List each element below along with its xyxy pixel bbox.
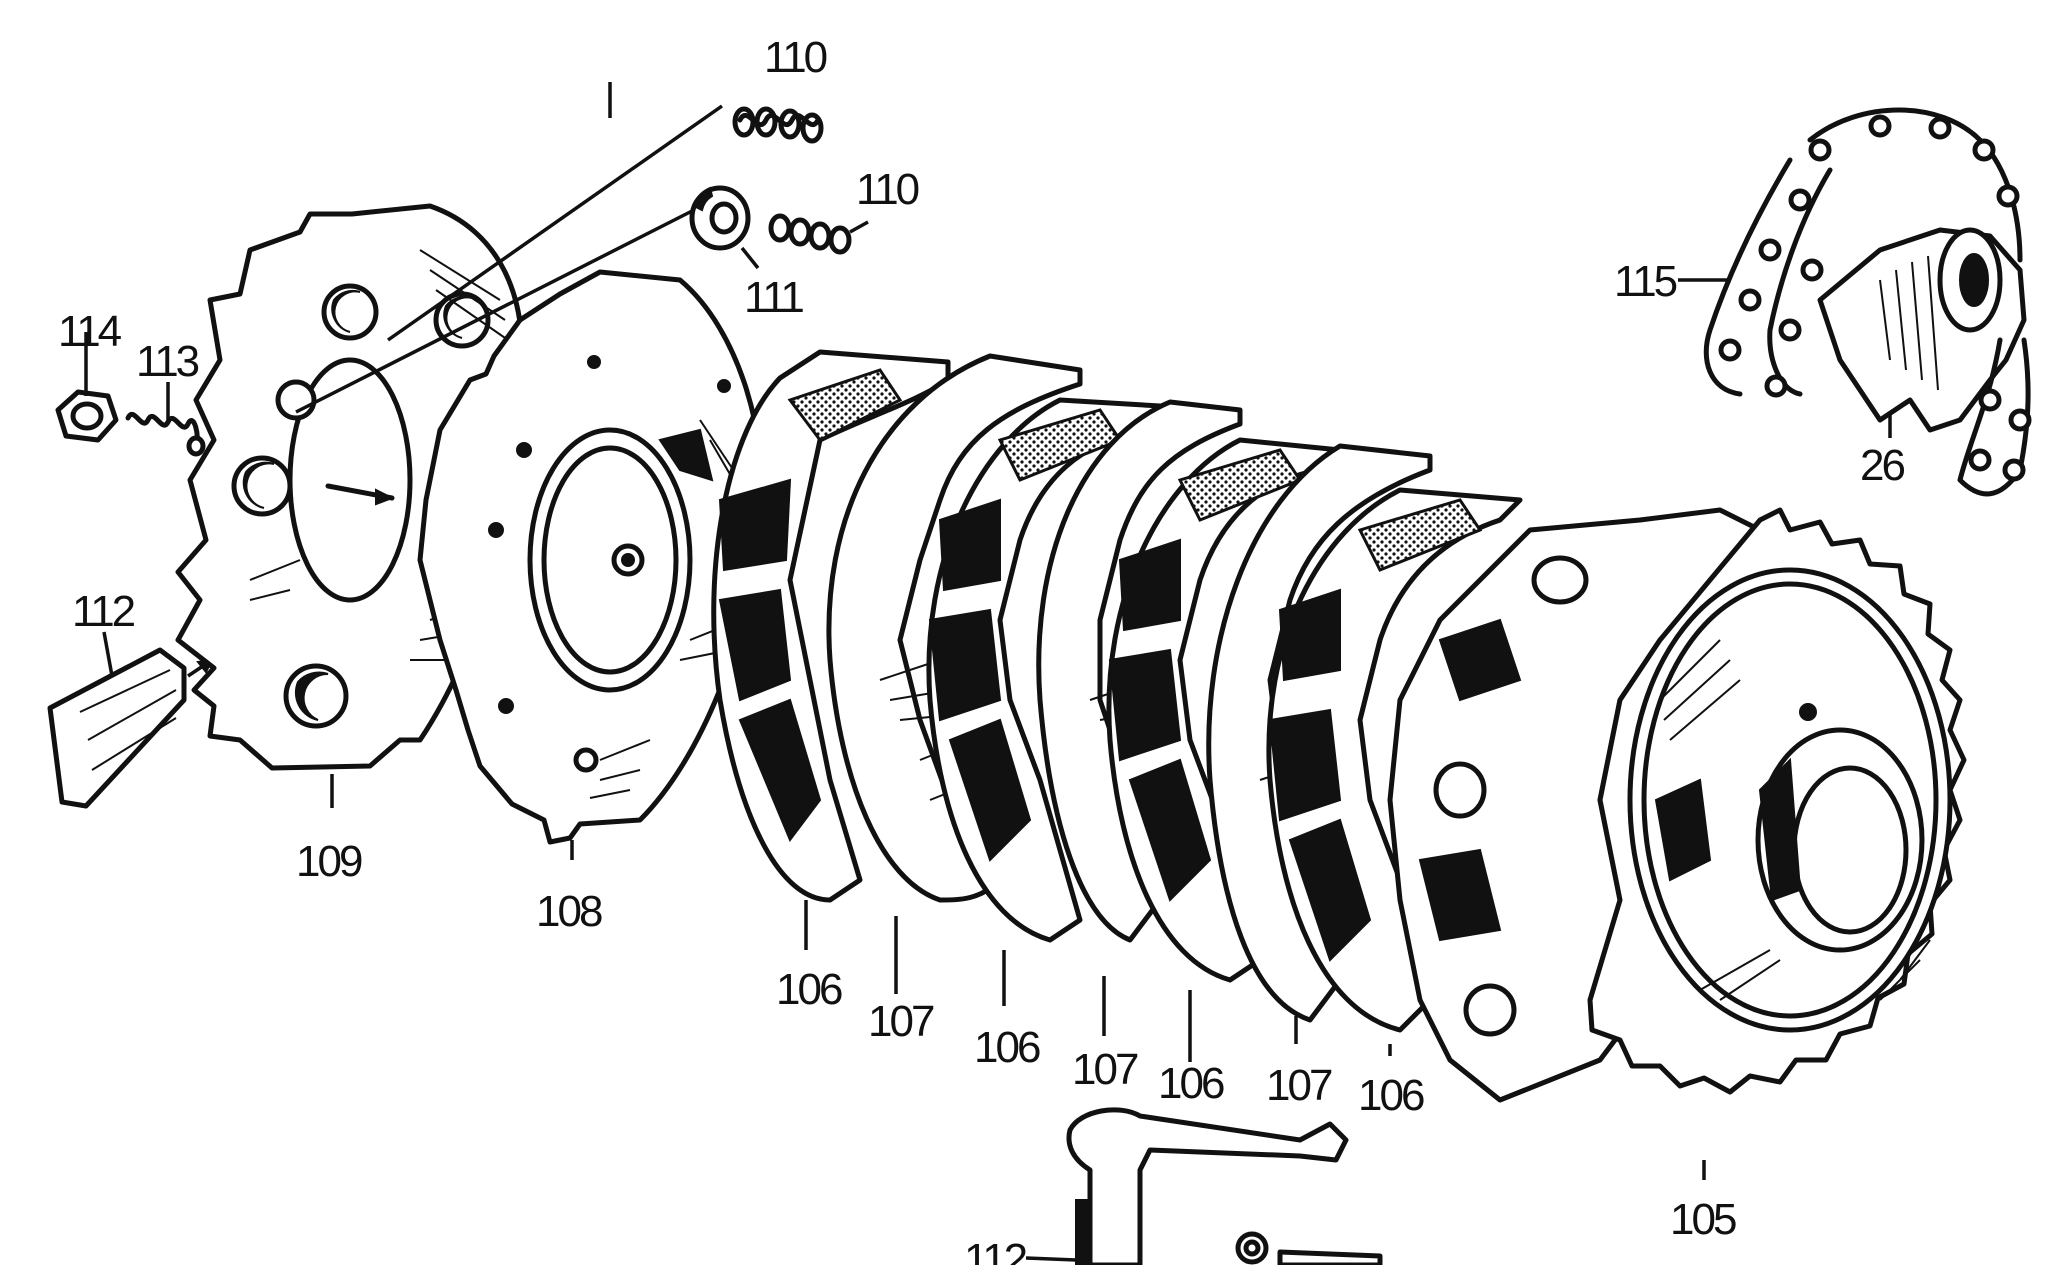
label-107-a: 107 — [868, 997, 934, 1046]
spring-110-right — [768, 213, 852, 255]
clutch-drum-105 — [1387, 507, 1967, 1103]
leader-lines — [295, 82, 869, 414]
label-leaders — [84, 278, 1892, 1262]
friction-plates-stack — [711, 349, 1523, 1033]
label-111: 111 — [744, 273, 803, 322]
label-108: 108 — [536, 887, 602, 936]
spring-110-top — [732, 106, 824, 144]
label-109: 109 — [296, 837, 362, 886]
label-26: 26 — [1860, 441, 1904, 490]
label-107-b: 107 — [1072, 1045, 1138, 1094]
label-114: 114 — [58, 307, 122, 356]
chain-sprocket-115-26 — [1703, 107, 2032, 497]
pressure-plate-109 — [175, 203, 525, 771]
label-112-bottom: 112 — [964, 1235, 1027, 1265]
label-112: 112 — [72, 587, 135, 636]
label-106-b: 106 — [974, 1023, 1040, 1072]
spring-113 — [125, 412, 206, 457]
label-113: 113 — [136, 337, 199, 386]
label-115: 115 — [1614, 257, 1677, 306]
spring-plate-108 — [417, 269, 765, 845]
label-110-right: 110 — [856, 165, 919, 214]
label-105: 105 — [1670, 1195, 1736, 1244]
label-106-a: 106 — [776, 965, 842, 1014]
cup-111 — [689, 185, 751, 251]
label-110-top: 110 — [764, 33, 827, 82]
tool-112-bottom — [1066, 1107, 1383, 1265]
label-107-c: 107 — [1266, 1061, 1332, 1110]
wedge-112 — [47, 647, 214, 809]
nut-114 — [55, 389, 119, 443]
part-labels: 110 110 111 114 113 112 109 108 106 107 … — [58, 33, 1907, 1265]
label-106-d: 106 — [1358, 1071, 1424, 1120]
label-106-c: 106 — [1158, 1059, 1224, 1108]
